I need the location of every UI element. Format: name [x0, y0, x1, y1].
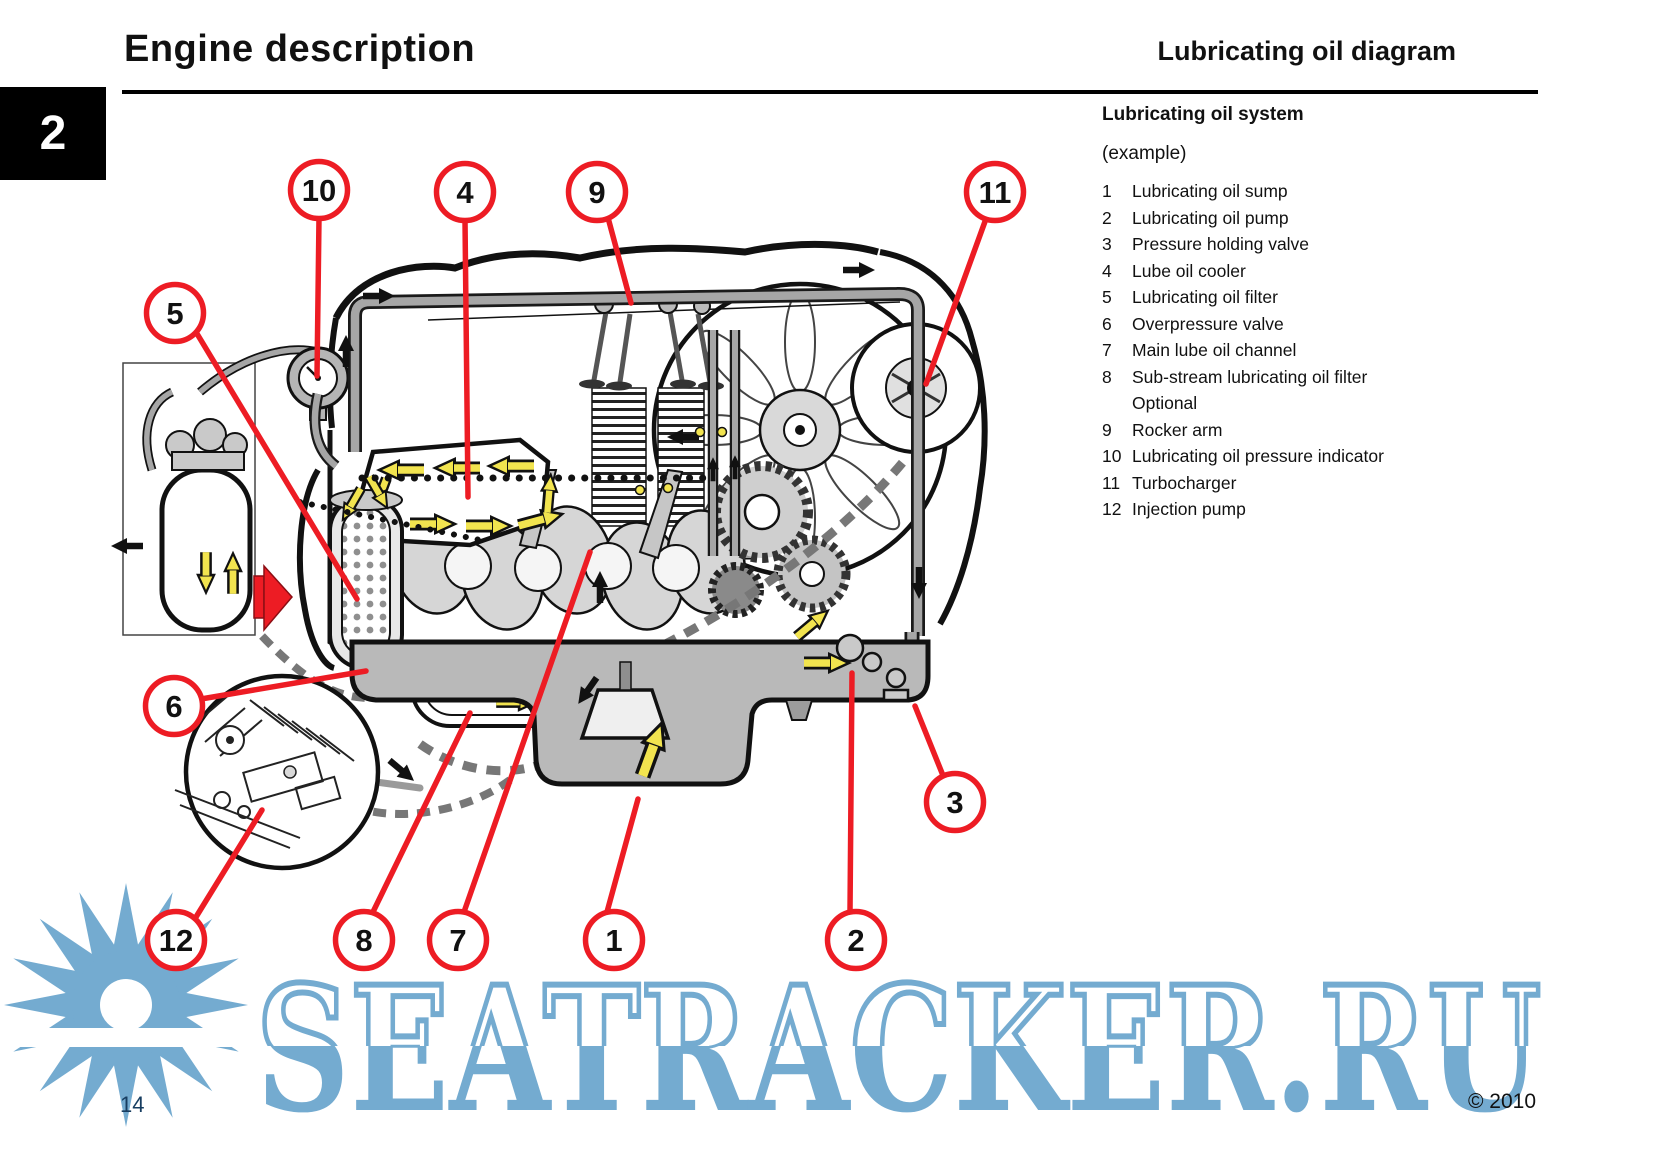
callout-5: 5	[143, 281, 207, 345]
svg-text:12: 12	[159, 923, 193, 958]
chapter-tab: 2	[0, 87, 106, 180]
callout-3: 3	[923, 770, 987, 834]
callout-2: 2	[824, 908, 888, 972]
callout-6: 6	[142, 674, 206, 738]
svg-text:11: 11	[979, 175, 1012, 210]
pressure-holding-valve	[882, 667, 910, 702]
svg-text:8: 8	[355, 923, 372, 958]
header-rule	[122, 90, 1538, 94]
callout-1: 1	[582, 908, 646, 972]
svg-text:3: 3	[946, 785, 963, 820]
legend-item-optional: Optional	[1132, 393, 1198, 413]
oil-droplets	[634, 426, 728, 496]
svg-text:2: 2	[847, 923, 864, 958]
callout-10: 10	[287, 158, 351, 222]
svg-text:1: 1	[605, 923, 622, 958]
engine-diagram	[111, 240, 988, 871]
filter-housing-box	[111, 345, 320, 636]
injection-pump-inset	[174, 673, 424, 871]
copyright: © 2010	[1467, 1090, 1536, 1113]
pickup-funnel	[579, 688, 671, 740]
oil-gallery-dotted	[297, 474, 710, 543]
svg-text:7: 7	[449, 923, 466, 958]
callout-9: 9	[565, 160, 629, 224]
callout-leader-lines	[193, 211, 990, 920]
svg-text:9: 9	[588, 175, 605, 210]
svg-text:5: 5	[166, 296, 183, 331]
legend-title: Lubricating oil system	[1102, 104, 1304, 125]
page-title: Engine description	[124, 28, 476, 70]
oil-filter-cartridge	[296, 470, 404, 671]
callout-7: 7	[426, 908, 490, 972]
valve-cover-outline	[332, 240, 879, 320]
page-subtitle: Lubricating oil diagram	[1157, 36, 1456, 66]
cylinder-fins	[591, 387, 705, 527]
legend-example: (example)	[1102, 143, 1187, 164]
page-number: 14	[120, 1092, 145, 1117]
callout-4: 4	[433, 160, 497, 224]
watermark-text-solid: SEATRACKER.RU	[256, 948, 1541, 1151]
red-flow-arrow	[253, 564, 293, 633]
sun-logo	[4, 883, 250, 1127]
callout-12: 12	[144, 908, 208, 972]
callout-8: 8	[332, 908, 396, 972]
oil-pump	[835, 633, 883, 673]
callout-11: 11	[963, 160, 1027, 224]
svg-text:10: 10	[302, 173, 336, 208]
watermark: SEATRACKER.RU SEATRACKER.RU	[4, 883, 1544, 1151]
svg-text:4: 4	[456, 175, 474, 210]
svg-text:6: 6	[165, 689, 182, 724]
